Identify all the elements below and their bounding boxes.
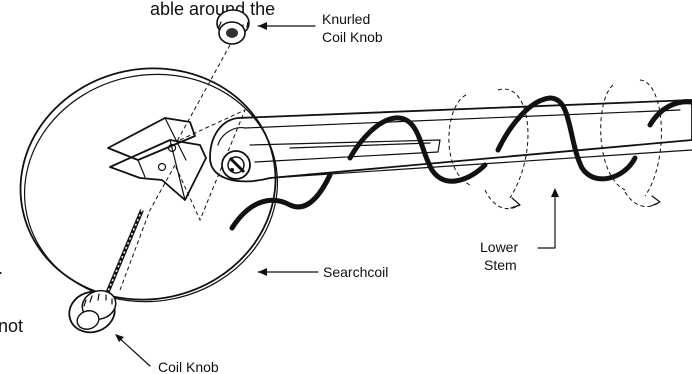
- label-searchcoil: Searchcoil: [323, 264, 388, 280]
- text-fragment-not: not: [0, 316, 23, 336]
- knurled-coil-knob: [217, 10, 249, 44]
- label-lower-stem-line2: Stem: [484, 257, 517, 273]
- label-knurled-coil-knob-line2: Coil Knob: [322, 29, 383, 45]
- searchcoil: [0, 45, 299, 325]
- stem-end-knob: [222, 151, 250, 179]
- lower-stem: [210, 100, 692, 181]
- label-lower-stem-line1: Lower: [480, 239, 518, 255]
- text-fragment-top: able around the: [150, 0, 275, 19]
- label-knurled-coil-knob-line1: Knurled: [322, 11, 370, 27]
- coil-knob: [64, 286, 120, 338]
- coil-cable: [232, 98, 692, 228]
- rotation-arrows: [485, 190, 660, 209]
- text-fragment-period: .: [0, 258, 3, 278]
- label-coil-knob: Coil Knob: [158, 359, 219, 374]
